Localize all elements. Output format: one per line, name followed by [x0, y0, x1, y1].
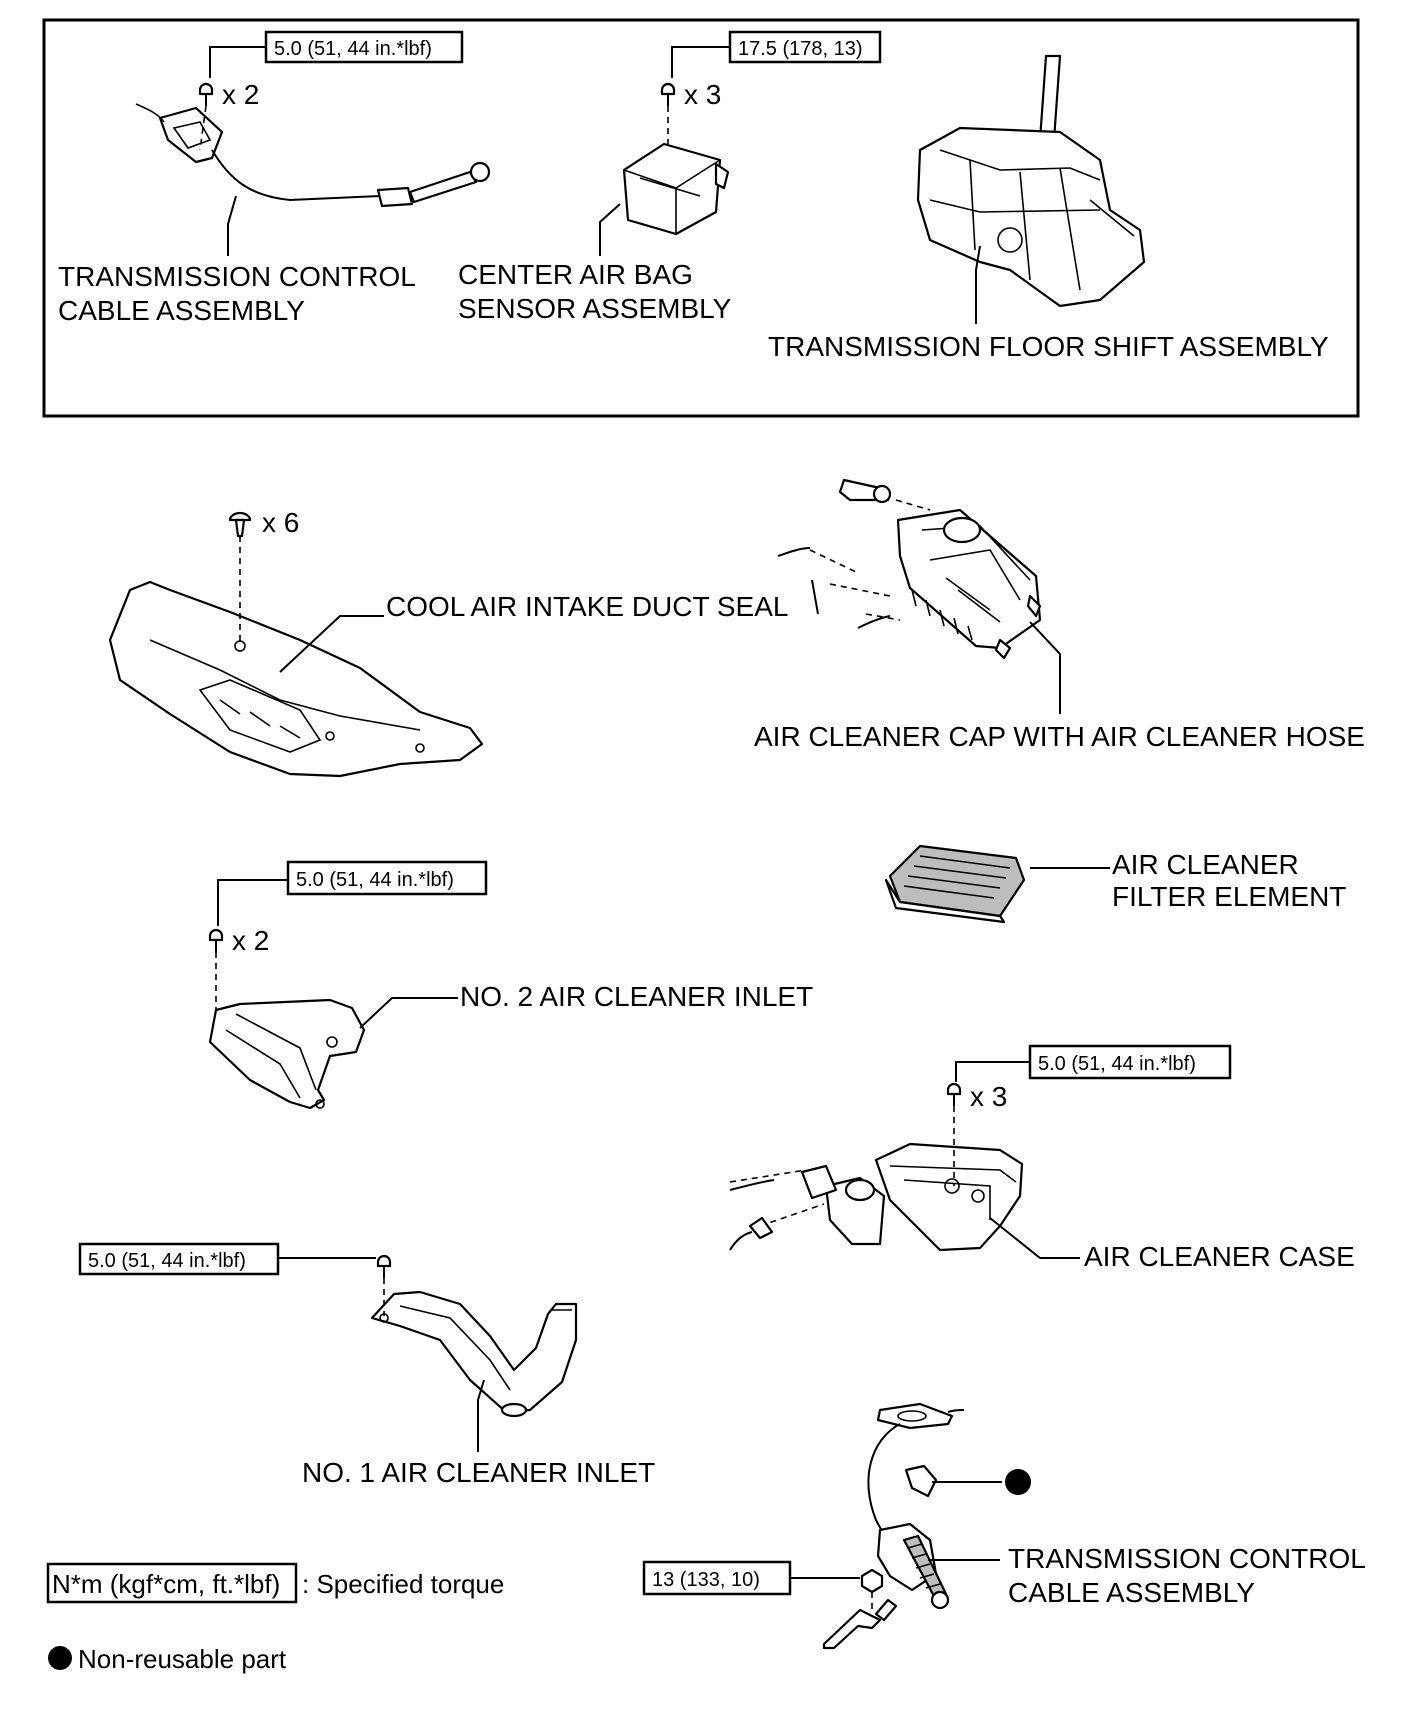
quantity-cable-top-bolts: x 2 — [222, 79, 259, 110]
bolt-icon — [208, 928, 224, 952]
transmission-floor-shift-drawing — [916, 54, 1146, 308]
no1-air-cleaner-inlet-drawing — [370, 1290, 578, 1418]
hose-dash-line — [829, 583, 891, 597]
torque-value-no2-inlet: 5.0 (51, 44 in.*lbf) — [296, 869, 454, 891]
torque-leader-line — [217, 879, 288, 926]
label-floor-shift: TRANSMISSION FLOOR SHIFT ASSEMBLY — [768, 331, 1329, 362]
label-trans-control-cable-bottom-line2: CABLE ASSEMBLY — [1008, 1577, 1255, 1608]
label-air-cleaner-case: AIR CLEANER CASE — [1084, 1241, 1355, 1272]
label-center-airbag-sensor-line1: CENTER AIR BAG — [458, 259, 693, 290]
label-air-cleaner-filter-line1: AIR CLEANER — [1112, 849, 1299, 880]
legend-torque-box — [46, 1562, 298, 1604]
torque-leader-line — [209, 46, 266, 78]
torque-value-airbag-sensor: 17.5 (178, 13) — [738, 38, 863, 60]
torque-leader-line — [671, 46, 730, 78]
center-airbag-sensor-drawing — [622, 142, 730, 236]
bolt-icon — [660, 82, 676, 106]
hose-dash-line — [895, 499, 931, 511]
bolt-icon — [198, 82, 214, 106]
bolt-dash-line — [199, 105, 207, 151]
non-reusable-marker-icon — [1005, 1469, 1031, 1495]
label-trans-control-cable-top-line1: TRANSMISSION CONTROL — [58, 261, 416, 292]
label-leader-line — [359, 997, 458, 1029]
label-center-airbag-sensor-line2: SENSOR ASSEMBLY — [458, 293, 732, 324]
air-cleaner-cap-drawing — [838, 478, 1042, 660]
cool-air-intake-duct-seal-drawing — [108, 580, 484, 778]
hose-dash-line — [759, 1203, 825, 1227]
quantity-case-bolts: x 3 — [970, 1081, 1007, 1112]
torque-box-cable-bottom — [642, 1560, 792, 1596]
hose-end-line — [777, 547, 811, 557]
label-no1-inlet: NO. 1 AIR CLEANER INLET — [302, 1457, 655, 1488]
no2-air-cleaner-inlet-drawing — [208, 998, 366, 1110]
connector-drawing — [748, 1216, 774, 1240]
torque-value-cable-bottom: 13 (133, 10) — [652, 1569, 760, 1591]
label-trans-control-cable-top-line2: CABLE ASSEMBLY — [58, 295, 305, 326]
torque-value-no1-inlet: 5.0 (51, 44 in.*lbf) — [88, 1250, 246, 1272]
label-leader-line — [599, 203, 621, 256]
legend-torque-desc: : Specified torque — [302, 1569, 504, 1599]
transmission-control-cable-bottom-drawing — [822, 1402, 965, 1650]
torque-value-cable-top: 5.0 (51, 44 in.*lbf) — [274, 38, 432, 60]
bolt-icon — [946, 1082, 962, 1106]
air-cleaner-filter-drawing — [884, 844, 1026, 924]
legend-non-reusable-icon — [48, 1646, 72, 1670]
label-leader-line — [989, 1217, 1080, 1259]
torque-value-air-cleaner-case: 5.0 (51, 44 in.*lbf) — [1038, 1053, 1196, 1075]
quantity-duct-seal-clips: x 6 — [262, 507, 299, 538]
hose-end-line — [811, 579, 819, 615]
quantity-airbag-bolts: x 3 — [684, 79, 721, 110]
torque-box-air-cleaner-case — [1028, 1044, 1232, 1080]
torque-box-no2-inlet — [286, 860, 488, 896]
transmission-control-cable-top-drawing — [135, 103, 491, 208]
hose-dash-line — [865, 613, 901, 621]
label-leader-line — [227, 195, 237, 256]
legend-non-reusable-text: Non-reusable part — [78, 1644, 287, 1674]
hose-end-line — [729, 1179, 775, 1191]
label-trans-control-cable-bottom-line1: TRANSMISSION CONTROL — [1008, 1543, 1366, 1574]
hose-dash-line — [809, 549, 857, 573]
torque-box-airbag-sensor — [728, 30, 882, 64]
hose-end-line — [857, 615, 891, 629]
hose-dash-line — [729, 1169, 807, 1183]
torque-leader-line — [955, 1061, 1030, 1082]
torque-box-cable-top — [264, 30, 464, 64]
label-cool-air-duct-seal: COOL AIR INTAKE DUCT SEAL — [386, 591, 788, 622]
label-air-cleaner-cap: AIR CLEANER CAP WITH AIR CLEANER HOSE — [754, 721, 1365, 752]
label-leader-line — [477, 1379, 485, 1452]
nut-icon — [860, 1568, 884, 1594]
bolt-icon — [376, 1254, 392, 1278]
torque-box-no1-inlet — [78, 1242, 280, 1276]
label-leader-line — [1029, 621, 1061, 714]
top-group-frame — [42, 18, 1360, 418]
label-air-cleaner-filter-line2: FILTER ELEMENT — [1112, 881, 1346, 912]
quantity-no2-inlet-bolts: x 2 — [232, 925, 269, 956]
label-leader-line — [975, 245, 981, 324]
label-no2-inlet: NO. 2 AIR CLEANER INLET — [460, 981, 813, 1012]
hose-end-line — [729, 1231, 753, 1251]
air-cleaner-case-drawing — [800, 1142, 1024, 1252]
clip-icon — [228, 511, 252, 538]
legend-torque-unit: N*m (kgf*cm, ft.*lbf) — [52, 1569, 280, 1599]
label-leader-line — [279, 615, 384, 673]
